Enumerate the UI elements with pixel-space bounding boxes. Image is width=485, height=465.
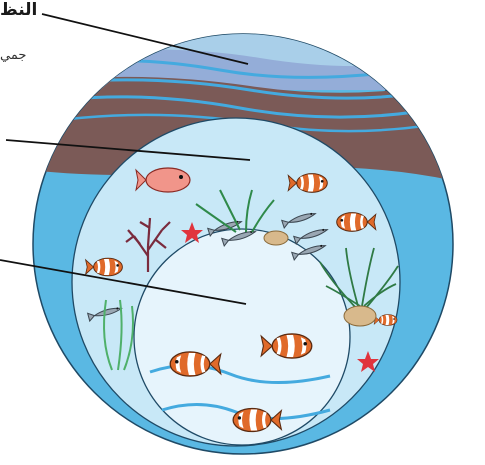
rock-icon: [344, 306, 376, 326]
rock-icon: [264, 231, 288, 245]
figure-title-fragment: النظ: [0, 0, 42, 20]
figure-caption-fragment: جمي: [0, 48, 33, 63]
